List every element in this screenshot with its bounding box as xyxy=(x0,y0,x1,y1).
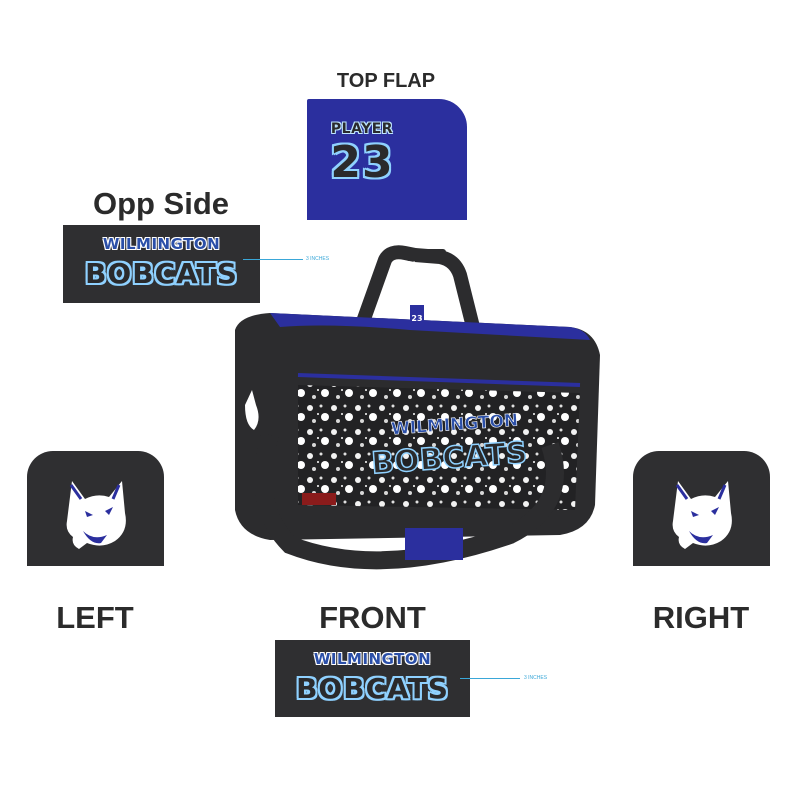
bag-shoulder-strap xyxy=(254,432,564,570)
bobcat-logo-icon xyxy=(672,481,732,549)
opp-side-panel: WILMINGTON BOBCATS xyxy=(63,225,260,303)
opp-side-line2: BOBCATS xyxy=(85,257,238,290)
top-flap-label: TOP FLAP xyxy=(336,70,436,92)
bag-front-panel xyxy=(298,385,580,510)
top-flap-panel: PLAYER 23 xyxy=(307,99,467,220)
bag-brand-badge xyxy=(302,493,336,505)
bag-tag-number: 23 xyxy=(411,314,422,323)
front-measure-text: 3 INCHES xyxy=(524,675,548,681)
front-panel: WILMINGTON BOBCATS xyxy=(275,640,470,717)
top-flap-player-text: PLAYER xyxy=(330,121,394,137)
bag-top-band xyxy=(270,313,590,340)
duffel-bag-illustration: WILMINGTON BOBCATS 23 xyxy=(235,245,600,570)
opp-side-line1: WILMINGTON xyxy=(102,235,221,253)
front-line2: BOBCATS xyxy=(296,672,449,705)
bag-tag xyxy=(410,305,424,327)
right-panel xyxy=(633,451,770,566)
handle-wrap xyxy=(406,249,446,261)
opp-side-measure-text: 3 INCHES xyxy=(306,256,330,262)
top-flap-number: 23 xyxy=(330,137,394,188)
bobcat-logo-icon xyxy=(66,481,126,549)
right-label: RIGHT xyxy=(652,600,750,635)
bag-handle-left xyxy=(353,245,417,333)
opp-side-measure-line xyxy=(243,259,303,260)
strap-pad xyxy=(405,528,463,560)
bag-end-bobcat-icon xyxy=(245,390,259,430)
front-measure-line xyxy=(460,678,520,679)
front-line1: WILMINGTON xyxy=(313,650,432,668)
opp-side-label: Opp Side xyxy=(92,186,230,221)
left-panel xyxy=(27,451,164,566)
front-label: FRONT xyxy=(319,600,426,635)
left-label: LEFT xyxy=(56,600,134,635)
